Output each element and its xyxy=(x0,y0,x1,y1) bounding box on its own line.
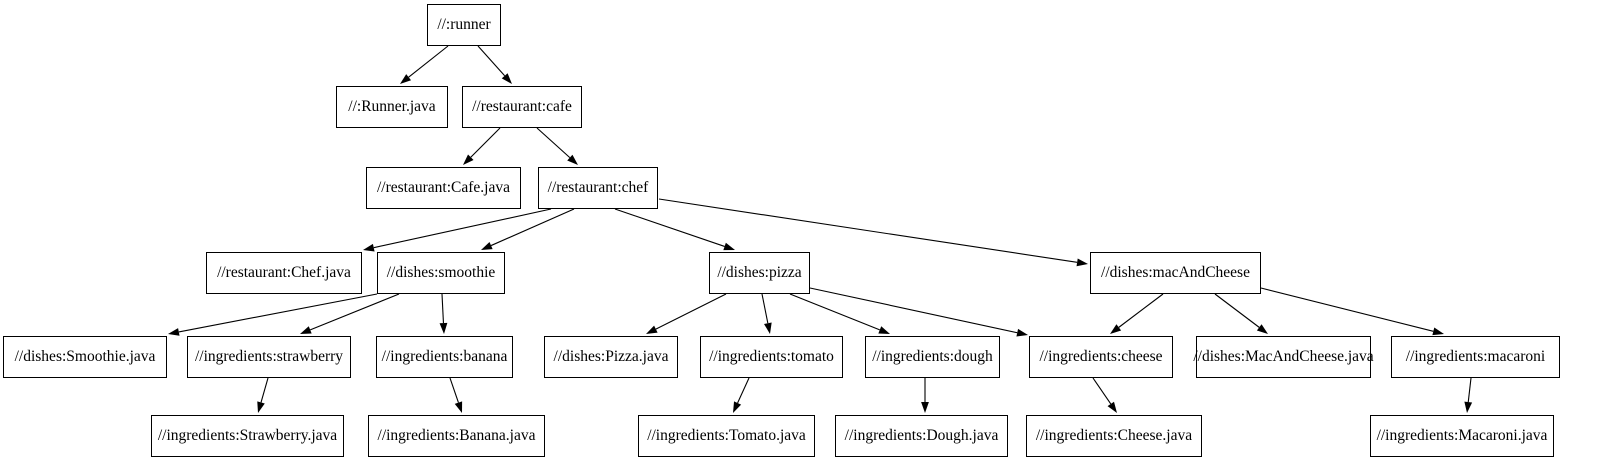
arrowhead-icon xyxy=(1464,401,1473,413)
arrowhead-icon xyxy=(646,325,658,334)
arrowhead-icon xyxy=(723,242,735,251)
graph-edge-ing_macaroni-to-macaroni_java xyxy=(1464,377,1473,413)
graph-node-label: //dishes:MacAndCheese.java xyxy=(1193,348,1374,366)
arrowhead-icon xyxy=(257,401,265,413)
graph-edge-runner-to-runner_java xyxy=(400,45,449,84)
arrowhead-icon xyxy=(501,73,512,84)
graph-node-chef_java[interactable]: //restaurant:Chef.java xyxy=(206,252,362,294)
graph-edge-dishes_pizza-to-ing_tomato xyxy=(761,293,772,334)
graph-node-cheese_java[interactable]: //ingredients:Cheese.java xyxy=(1026,415,1202,457)
arrowhead-icon xyxy=(454,401,463,413)
arrowhead-icon xyxy=(1107,401,1117,413)
arrowhead-icon xyxy=(168,328,180,336)
arrowhead-icon xyxy=(764,322,772,334)
arrowhead-icon xyxy=(463,154,474,165)
arrowhead-icon xyxy=(363,243,375,252)
arrowhead-icon xyxy=(1076,258,1088,267)
graph-node-label: //dishes:Smoothie.java xyxy=(14,348,156,366)
graph-node-label: //ingredients:banana xyxy=(381,348,508,366)
graph-node-runner[interactable]: //:runner xyxy=(427,4,501,46)
arrowhead-icon xyxy=(878,326,890,334)
graph-edge-dishes_mac-to-ing_macaroni xyxy=(1260,287,1444,336)
graph-node-runner_java[interactable]: //:Runner.java xyxy=(336,86,448,128)
graph-node-pizza_java[interactable]: //dishes:Pizza.java xyxy=(544,336,678,378)
graph-node-label: //dishes:Pizza.java xyxy=(553,348,669,366)
graph-node-label: //ingredients:strawberry xyxy=(194,348,344,366)
graph-node-tomato_java[interactable]: //ingredients:Tomato.java xyxy=(638,415,815,457)
graph-edge-restaurant_cafe-to-cafe_java xyxy=(463,127,501,165)
graph-edge-ing_strawberry-to-strawberry_java xyxy=(257,377,269,413)
graph-node-smoothie_java[interactable]: //dishes:Smoothie.java xyxy=(3,336,167,378)
graph-node-ing_tomato[interactable]: //ingredients:tomato xyxy=(700,336,843,378)
arrowhead-icon xyxy=(1110,324,1122,334)
graph-node-label: //ingredients:Macaroni.java xyxy=(1376,427,1548,445)
arrowhead-icon xyxy=(300,326,312,334)
graph-node-dishes_pizza[interactable]: //dishes:pizza xyxy=(709,252,810,294)
graph-node-ing_macaroni[interactable]: //ingredients:macaroni xyxy=(1391,336,1560,378)
graph-node-label: //ingredients:Strawberry.java xyxy=(157,427,338,445)
graph-edge-dishes_mac-to-mac_java xyxy=(1214,293,1268,334)
graph-edge-dishes_pizza-to-ing_cheese xyxy=(809,287,1028,337)
graph-node-label: //restaurant:cafe xyxy=(472,98,572,116)
arrowhead-icon xyxy=(921,402,929,413)
graph-edge-dishes_mac-to-ing_cheese xyxy=(1110,293,1164,334)
graph-edge-runner-to-restaurant_cafe xyxy=(477,45,512,84)
graph-node-dough_java[interactable]: //ingredients:Dough.java xyxy=(835,415,1008,457)
graph-edge-dishes_smoothie-to-smoothie_java xyxy=(168,293,378,336)
arrowhead-icon xyxy=(439,322,448,334)
graph-edge-dishes_smoothie-to-ing_banana xyxy=(439,293,448,334)
graph-node-ing_strawberry[interactable]: //ingredients:strawberry xyxy=(187,336,351,378)
graph-node-macaroni_java[interactable]: //ingredients:Macaroni.java xyxy=(1370,415,1554,457)
graph-node-restaurant_chef[interactable]: //restaurant:chef xyxy=(538,167,658,209)
graph-edge-restaurant_chef-to-chef_java xyxy=(363,208,552,252)
graph-node-ing_dough[interactable]: //ingredients:dough xyxy=(865,336,1000,378)
graph-node-label: //ingredients:Banana.java xyxy=(377,427,536,445)
graph-node-mac_java[interactable]: //dishes:MacAndCheese.java xyxy=(1193,336,1374,378)
arrowhead-icon xyxy=(733,401,742,413)
graph-node-label: //restaurant:chef xyxy=(547,179,649,197)
arrowhead-icon xyxy=(400,74,412,84)
graph-node-label: //:runner xyxy=(437,16,491,34)
graph-node-label: //:Runner.java xyxy=(348,98,436,116)
graph-node-label: //restaurant:Cafe.java xyxy=(377,179,510,197)
arrowhead-icon xyxy=(567,154,578,165)
graph-edge-restaurant_cafe-to-restaurant_chef xyxy=(536,127,578,165)
graph-node-label: //ingredients:Cheese.java xyxy=(1035,427,1193,445)
graph-edge-restaurant_chef-to-dishes_smoothie xyxy=(481,208,575,250)
graph-node-label: //dishes:pizza xyxy=(717,264,802,282)
arrowhead-icon xyxy=(1016,328,1028,337)
graph-node-label: //dishes:smoothie xyxy=(386,264,496,282)
arrowhead-icon xyxy=(1432,327,1444,336)
graph-node-label: //ingredients:macaroni xyxy=(1405,348,1546,366)
graph-node-label: //dishes:macAndCheese xyxy=(1101,264,1250,282)
graph-edge-ing_banana-to-banana_java xyxy=(449,377,463,413)
graph-node-label: //ingredients:Dough.java xyxy=(844,427,999,445)
graph-node-banana_java[interactable]: //ingredients:Banana.java xyxy=(368,415,545,457)
arrowhead-icon xyxy=(481,241,493,250)
graph-node-ing_cheese[interactable]: //ingredients:cheese xyxy=(1029,336,1173,378)
graph-node-restaurant_cafe[interactable]: //restaurant:cafe xyxy=(462,86,582,128)
graph-node-cafe_java[interactable]: //restaurant:Cafe.java xyxy=(366,167,521,209)
graph-node-dishes_mac[interactable]: //dishes:macAndCheese xyxy=(1090,252,1261,294)
graph-edge-restaurant_chef-to-dishes_pizza xyxy=(614,208,735,251)
graph-node-label: //ingredients:tomato xyxy=(709,348,834,366)
graph-node-label: //restaurant:Chef.java xyxy=(217,264,351,282)
graph-edge-ing_dough-to-dough_java xyxy=(921,378,929,413)
graph-edge-dishes_smoothie-to-ing_strawberry xyxy=(300,293,400,334)
graph-node-strawberry_java[interactable]: //ingredients:Strawberry.java xyxy=(151,415,344,457)
graph-edge-dishes_pizza-to-pizza_java xyxy=(646,293,727,334)
graph-edge-ing_tomato-to-tomato_java xyxy=(733,377,750,413)
graph-node-label: //ingredients:cheese xyxy=(1039,348,1163,366)
graph-node-label: //ingredients:Tomato.java xyxy=(647,427,806,445)
graph-edge-ing_cheese-to-cheese_java xyxy=(1092,377,1117,413)
arrowhead-icon xyxy=(1256,324,1268,334)
graph-node-ing_banana[interactable]: //ingredients:banana xyxy=(376,336,513,378)
graph-edge-dishes_pizza-to-ing_dough xyxy=(789,293,890,334)
graph-node-dishes_smoothie[interactable]: //dishes:smoothie xyxy=(377,252,505,294)
graph-node-label: //ingredients:dough xyxy=(872,348,993,366)
